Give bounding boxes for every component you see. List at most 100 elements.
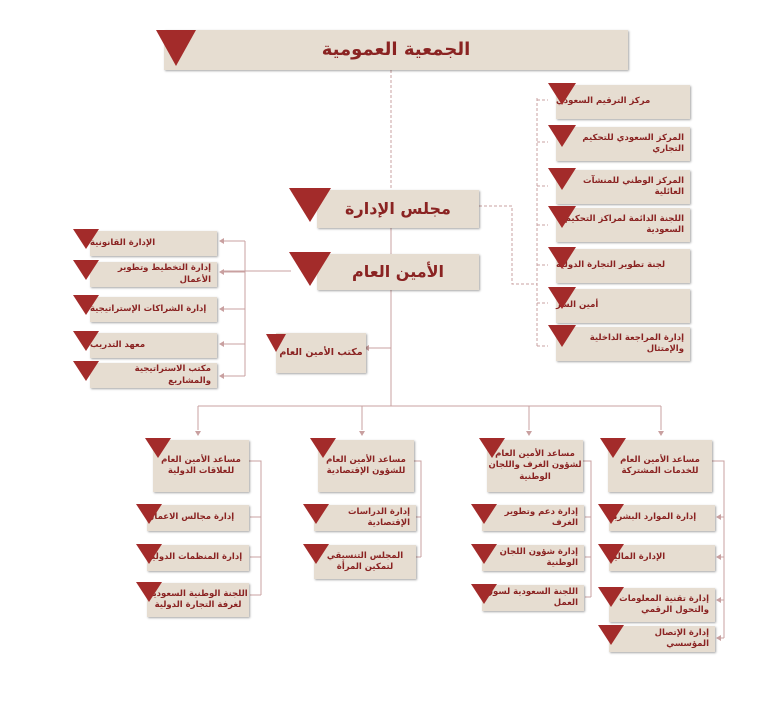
a1-spine [414,460,422,557]
board-unit-3-label: اللجنة الدائمة لمراكز التحكيم السعودية [564,213,684,235]
board-box-tab-marker [289,188,331,222]
assistant-2-label: مساعد الأمين العام لشؤون الغرف واللجان ا… [488,448,582,482]
assistant-1-unit-1-label: المجلس التنسيقي لتمكين المرأة [326,550,404,572]
board-unit-5-label: أمين السر [556,300,599,311]
sg-department-2: إدارة الشراكات الإستراتيجية [90,297,217,322]
sg-department-4-label: مكتب الاستراتيجية والمشاريع [134,364,211,386]
general-assembly-box-label: الجمعية العمومية [321,38,471,60]
assistant-0-unit-1-label: إدارة المنظمات الدولية [147,552,243,563]
sg-department-3-tab-marker [73,331,99,351]
assistant-2-unit-0: إدارة دعم وتطوير الغرف [482,505,584,531]
sg-department-2-tab-marker [73,295,99,315]
assistant-2-tab-marker [479,438,505,458]
assistant-1-label: مساعد الأمين العام للشؤون الإقتصادية [326,454,406,476]
assistant-3-unit-3-tab-marker [598,625,624,645]
assistant-3-unit-0-label: إدارة الموارد البشرية [609,512,697,523]
a3-arrow-2 [716,597,721,603]
board-unit-6-label: إدارة المراجعة الداخلية والإمتثال [589,332,684,354]
assistant-3-unit-1-tab-marker [598,544,624,564]
a2-spine [583,460,592,597]
sg-department-0: الإدارة القانونية [90,231,217,256]
board-box-label: مجلس الإدارة [345,199,451,219]
assistant-arrow-1 [359,431,365,436]
dept-arrow-3 [219,341,224,347]
board-box: مجلس الإدارة [317,190,479,228]
assistant-2-unit-1-tab-marker [471,544,497,564]
assistant-3-unit-3-label: إدارة الإتصال المؤسسي [654,627,709,649]
assistant-2-unit-2-tab-marker [471,584,497,604]
secretary-general-box-label: الأمين العام [351,262,445,282]
board-unit-6-tab-marker [548,325,576,347]
general-assembly-box-tab-marker [156,30,196,66]
board-unit-4: لجنة تطوير التجارة الدولية [556,249,690,283]
sg-department-2-label: إدارة الشراكات الإستراتيجية [90,303,207,314]
secretary-general-box: الأمين العام [317,254,479,290]
a3-spine [712,460,725,638]
board-unit-4-tab-marker [548,247,576,269]
board-unit-5: أمين السر [556,289,690,323]
assistant-1-unit-1: المجلس التنسيقي لتمكين المرأة [314,545,416,579]
assistant-arrow-3 [658,431,664,436]
assistant-0-unit-0: إدارة مجالس الاعمال [147,505,249,531]
assistant-2-unit-2-label: اللجنة السعودية لسوق العمل [485,586,578,608]
assistant-0-unit-2: اللجنة الوطنية السعودية لغرفة التجارة ال… [147,583,249,617]
sg-office-box-label: مكتب الأمين العام [279,346,363,358]
dept-arrow-1 [219,269,224,275]
sg-office-box: مكتب الأمين العام [276,333,366,373]
assistant-3-unit-2-label: إدارة تقنية المعلومات والتحول الرقمي [619,593,709,615]
board-unit-2-label: المركز الوطني للمنشآت العائلية [583,175,684,197]
board-unit-5-tab-marker [548,287,576,309]
board-unit-2-tab-marker [548,168,576,190]
sg-department-3: معهد التدريب [90,333,217,358]
assistant-1-tab-marker [310,438,336,458]
board-unit-6: إدارة المراجعة الداخلية والإمتثال [556,327,690,361]
assistant-2-unit-0-tab-marker [471,504,497,524]
board-unit-1-label: المركز السعودي للتحكيم التجاري [582,132,684,154]
assistant-1-unit-1-tab-marker [303,544,329,564]
assistant-arrow-0 [195,431,201,436]
a3-arrow-1 [716,554,721,560]
assistant-0-unit-1: إدارة المنظمات الدولية [147,545,249,571]
board-unit-0-tab-marker [548,83,576,105]
assistant-3-label: مساعد الأمين العام للخدمات المشتركة [620,454,700,476]
assistant-3-unit-2: إدارة تقنية المعلومات والتحول الرقمي [609,588,715,622]
dept-arrow-4 [219,373,224,379]
assistant-0-unit-2-tab-marker [136,582,162,602]
assistant-arrow-2 [526,431,532,436]
board-unit-1: المركز السعودي للتحكيم التجاري [556,127,690,161]
assistant-1-unit-0-tab-marker [303,504,329,524]
assistant-3-unit-0-tab-marker [598,504,624,524]
assistant-0-unit-0-label: إدارة مجالس الاعمال [147,512,235,523]
board-unit-0: مركز الترقيم السعودي [556,85,690,119]
board-unit-2: المركز الوطني للمنشآت العائلية [556,170,690,204]
dept-arrow-2 [219,306,224,312]
assistant-3-unit-1-label: الإدارة المالية [609,552,666,563]
assistant-2-unit-0-label: إدارة دعم وتطوير الغرف [504,506,578,528]
a3-arrow-0 [716,514,721,520]
sg-office-box-tab-marker [266,334,286,352]
assistant-3-unit-0: إدارة الموارد البشرية [609,505,715,531]
sg-department-1: إدارة التخطيط وتطوير الأعمال [90,262,217,287]
board-units-bracket-line [479,205,537,285]
secretary-general-box-tab-marker [289,252,331,286]
assistant-1: مساعد الأمين العام للشؤون الإقتصادية [318,440,414,492]
assistant-2-unit-1-label: إدارة شؤون اللجان الوطنية [499,546,578,568]
board-unit-4-label: لجنة تطوير التجارة الدولية [556,260,666,271]
sg-department-1-tab-marker [73,260,99,280]
assistant-0-unit-2-label: اللجنة الوطنية السعودية لغرفة التجارة ال… [148,588,248,610]
assistant-1-unit-0: إدارة الدراسات الإقتصادية [314,505,416,531]
sg-office-arrow [364,345,369,351]
assistant-0-unit-0-tab-marker [136,504,162,524]
assistant-3-unit-3: إدارة الإتصال المؤسسي [609,626,715,652]
sg-department-4: مكتب الاستراتيجية والمشاريع [90,363,217,388]
assistant-0-tab-marker [145,438,171,458]
board-unit-0-label: مركز الترقيم السعودي [556,96,651,107]
a0-spine [249,460,262,595]
sg-department-0-tab-marker [73,229,99,249]
board-unit-3-tab-marker [548,206,576,228]
assistant-3-unit-2-tab-marker [598,587,624,607]
sg-department-3-label: معهد التدريب [90,339,146,350]
assistant-3-tab-marker [600,438,626,458]
dept-arrow-0 [219,238,224,244]
